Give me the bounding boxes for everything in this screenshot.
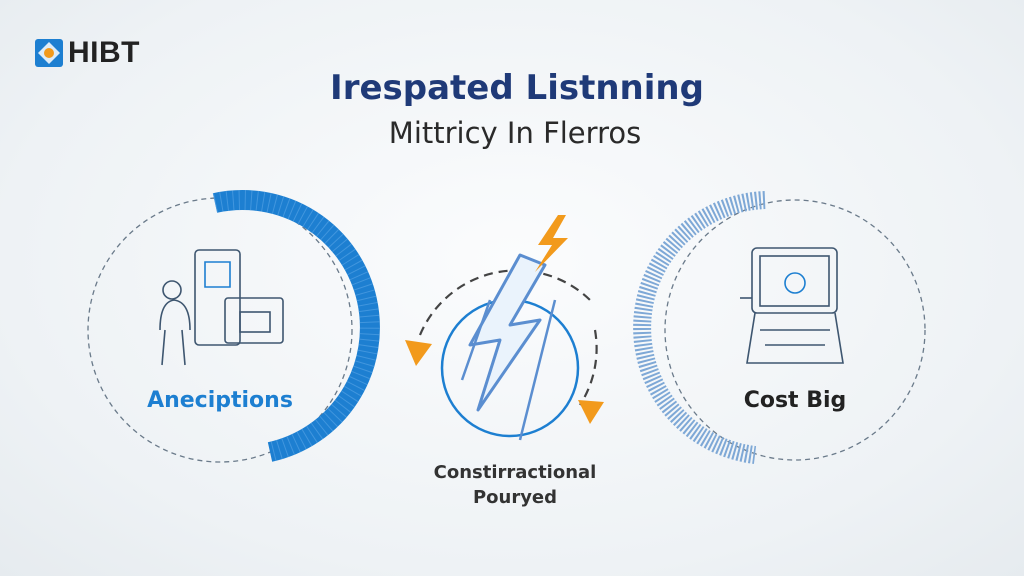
right-ring (633, 191, 926, 464)
center-label-line1: Constirractional (433, 462, 597, 483)
section-label-left: Aneciptions (147, 388, 293, 413)
section-label-right: Cost Big (743, 388, 847, 413)
brand-logo: HIBT (34, 36, 140, 70)
page-title: Irespated Listnning (330, 68, 704, 108)
center-label-line2: Pouryed (472, 487, 558, 508)
lightning-cycle-icon (405, 215, 604, 441)
page-subtitle: Mittricy In Flerros (388, 116, 642, 150)
machine-worker-icon (159, 249, 284, 366)
brand-name: HIBT (68, 36, 140, 69)
left-ring (87, 190, 380, 463)
section-label-center: Constirractional Pouryed (410, 460, 620, 510)
terminal-device-icon (740, 247, 844, 364)
hibt-logo-icon (35, 39, 63, 67)
